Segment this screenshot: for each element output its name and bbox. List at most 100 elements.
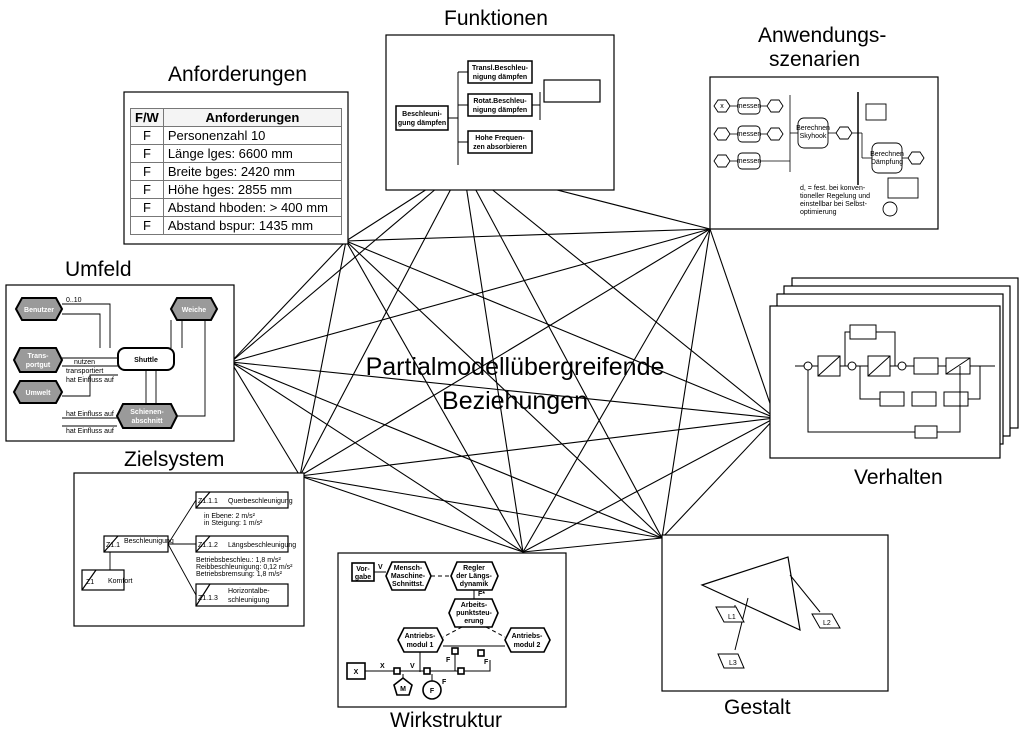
label-zielsystem: Zielsystem (124, 448, 225, 471)
svg-text:Betriebsbremsung: 1,8 m/s²: Betriebsbremsung: 1,8 m/s² (196, 571, 283, 578)
svg-text:punktsteu-: punktsteu- (456, 610, 492, 617)
column-header-fw: F/W (130, 108, 164, 127)
label-gestalt: Gestalt (724, 696, 791, 719)
verhalten-model (769, 277, 1019, 459)
svg-text:hat Einfluss auf: hat Einfluss auf (66, 411, 114, 418)
svg-text:F: F (442, 679, 447, 686)
relation-line (462, 165, 776, 419)
relation-line (709, 228, 776, 419)
relation-line (299, 475, 663, 539)
relation-line (230, 165, 464, 363)
svg-text:Berechnen: Berechnen (796, 125, 830, 132)
svg-text:M: M (400, 686, 406, 693)
svg-text:gung dämpfen: gung dämpfen (398, 120, 446, 127)
svg-text:Längsbeschleunigung: Längsbeschleunigung (228, 542, 296, 549)
svg-text:L1: L1 (728, 614, 736, 621)
svg-text:nutzen: nutzen (74, 359, 95, 366)
relation-line (462, 165, 663, 539)
svg-text:Z1.1.1: Z1.1.1 (198, 498, 218, 505)
svg-text:Horizontalbe-: Horizontalbe- (228, 588, 270, 595)
svg-text:Shuttle: Shuttle (134, 357, 158, 364)
svg-text:messen: messen (737, 158, 762, 165)
svg-text:Maschine-: Maschine- (391, 573, 426, 580)
relation-line (522, 417, 776, 553)
relation-line (299, 475, 524, 553)
requirement-text: Personenzahl 10 (162, 126, 343, 145)
label-umfeld: Umfeld (65, 258, 132, 281)
svg-text:F: F (430, 688, 435, 695)
svg-text:optimierung: optimierung (800, 209, 837, 216)
svg-text:Benutzer: Benutzer (24, 307, 54, 314)
relation-line (345, 228, 711, 242)
svg-text:modul 1: modul 1 (407, 642, 434, 649)
svg-text:Beschleunigung: Beschleunigung (124, 538, 174, 545)
svg-text:X: X (380, 663, 385, 670)
svg-text:in Steigung: 1 m/s²: in Steigung: 1 m/s² (204, 520, 263, 527)
svg-text:hat Einfluss auf: hat Einfluss auf (66, 428, 114, 435)
svg-text:Berechnen: Berechnen (870, 151, 904, 158)
svg-text:Z1: Z1 (86, 579, 94, 586)
requirement-text: Breite bges: 2420 mm (162, 162, 343, 181)
svg-text:der Längs-: der Längs- (456, 573, 492, 580)
requirement-fw: F (130, 144, 164, 163)
relation-line (345, 240, 663, 539)
svg-text:schleunigung: schleunigung (228, 597, 269, 604)
column-header-requirements: Anforderungen (162, 108, 343, 127)
center-caption-line-2: Beziehungen (442, 387, 588, 415)
svg-text:Reibbeschleunigung: 0,12 m/s²: Reibbeschleunigung: 0,12 m/s² (196, 564, 293, 571)
svg-text:dynamik: dynamik (460, 581, 489, 588)
svg-text:Transl.Beschleu-: Transl.Beschleu- (472, 65, 529, 72)
svg-text:in Ebene: 2 m/s²: in Ebene: 2 m/s² (204, 513, 256, 520)
svg-text:Querbeschleunigung: Querbeschleunigung (228, 498, 293, 505)
svg-text:nigung dämpfen: nigung dämpfen (473, 74, 527, 81)
svg-text:modul 2: modul 2 (514, 642, 541, 649)
relation-line (522, 537, 663, 553)
requirement-fw: F (130, 198, 164, 217)
requirement-text: Abstand hboden: > 400 mm (162, 198, 343, 217)
svg-text:X: X (354, 669, 359, 676)
svg-text:messen: messen (737, 103, 762, 110)
svg-text:Schienen-: Schienen- (130, 409, 164, 416)
center-caption: Partialmodellübergreifende Beziehungen (345, 350, 685, 418)
relation-line (230, 228, 711, 363)
relation-line (661, 417, 776, 539)
svg-text:gabe: gabe (355, 574, 371, 581)
svg-text:hat Einfluss auf: hat Einfluss auf (66, 377, 114, 384)
svg-text:L3: L3 (729, 660, 737, 667)
relation-line (345, 240, 776, 419)
svg-text:zen absorbieren: zen absorbieren (473, 144, 527, 151)
svg-text:Weiche: Weiche (182, 307, 206, 314)
svg-text:Z1.1.2: Z1.1.2 (198, 542, 218, 549)
umfeld-model: Benutzer Weiche Shuttle Trans- portgut U… (5, 284, 235, 442)
label-wirkstruktur: Wirkstruktur (390, 709, 502, 732)
requirement-fw: F (130, 180, 164, 199)
svg-text:Vor-: Vor- (356, 566, 370, 573)
requirement-text: Höhe hges: 2855 mm (162, 180, 343, 199)
label-anwendungsszenarien-2: szenarien (769, 48, 861, 71)
relation-line (661, 228, 711, 539)
label-funktionen: Funktionen (444, 7, 548, 30)
center-caption-line-1: Partialmodellübergreifende (365, 353, 665, 381)
svg-text:erung: erung (464, 618, 483, 625)
svg-text:Trans-: Trans- (27, 353, 49, 360)
svg-text:Umwelt: Umwelt (26, 390, 52, 397)
svg-text:Z1.1: Z1.1 (106, 542, 120, 549)
svg-text:Antriebs-: Antriebs- (512, 633, 543, 640)
svg-text:Regler: Regler (463, 565, 485, 572)
svg-text:tioneller Regelung und: tioneller Regelung und (800, 193, 870, 200)
svg-text:L2: L2 (823, 620, 831, 627)
label-anwendungsszenarien-1: Anwendungs- (758, 24, 887, 47)
relation-line (522, 228, 711, 553)
svg-text:d, = fest. bei konven-: d, = fest. bei konven- (800, 185, 866, 192)
relation-line (230, 361, 776, 419)
svg-text:Antriebs-: Antriebs- (405, 633, 436, 640)
relation-line (299, 240, 347, 477)
label-anforderungen: Anforderungen (168, 63, 307, 86)
